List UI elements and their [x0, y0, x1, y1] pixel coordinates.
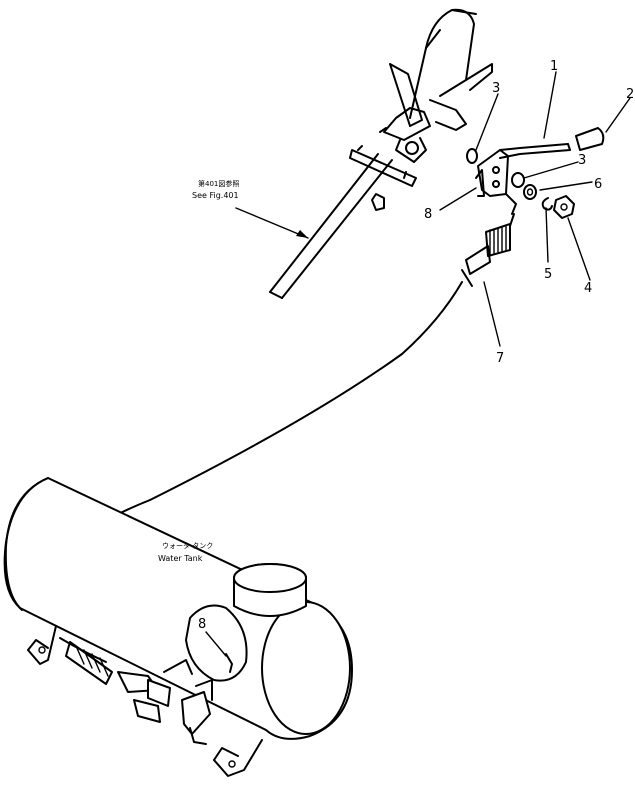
fig-ref-jp-label: 第401図参照	[198, 179, 239, 188]
lever-and-hardware	[466, 127, 605, 219]
callout-numbers: 1 2 3 3 6 5 4 7 8 8	[198, 59, 634, 632]
water-tank	[3, 477, 353, 777]
callout-5: 5	[544, 267, 552, 282]
control-cable	[103, 213, 515, 523]
reference-leaders	[205, 71, 631, 657]
tank-jp-label: ウォータ タンク	[162, 541, 213, 550]
callout-6: 6	[594, 177, 602, 192]
callout-4: 4	[584, 281, 592, 296]
callout-1: 1	[550, 59, 558, 74]
callout-8-upper: 8	[424, 207, 432, 222]
tank-en-label: Water Tank	[158, 554, 203, 563]
fig-ref-en-label: See Fig.401	[192, 191, 239, 200]
callout-3-lower: 3	[578, 153, 586, 168]
callout-3-upper: 3	[492, 81, 500, 96]
callout-7: 7	[496, 351, 504, 366]
pedal-assembly	[269, 8, 493, 299]
callout-8-lower: 8	[198, 617, 206, 632]
text-labels: 第401図参照 See Fig.401 ウォータ タンク Water Tank	[158, 179, 239, 563]
callout-2: 2	[626, 87, 634, 102]
